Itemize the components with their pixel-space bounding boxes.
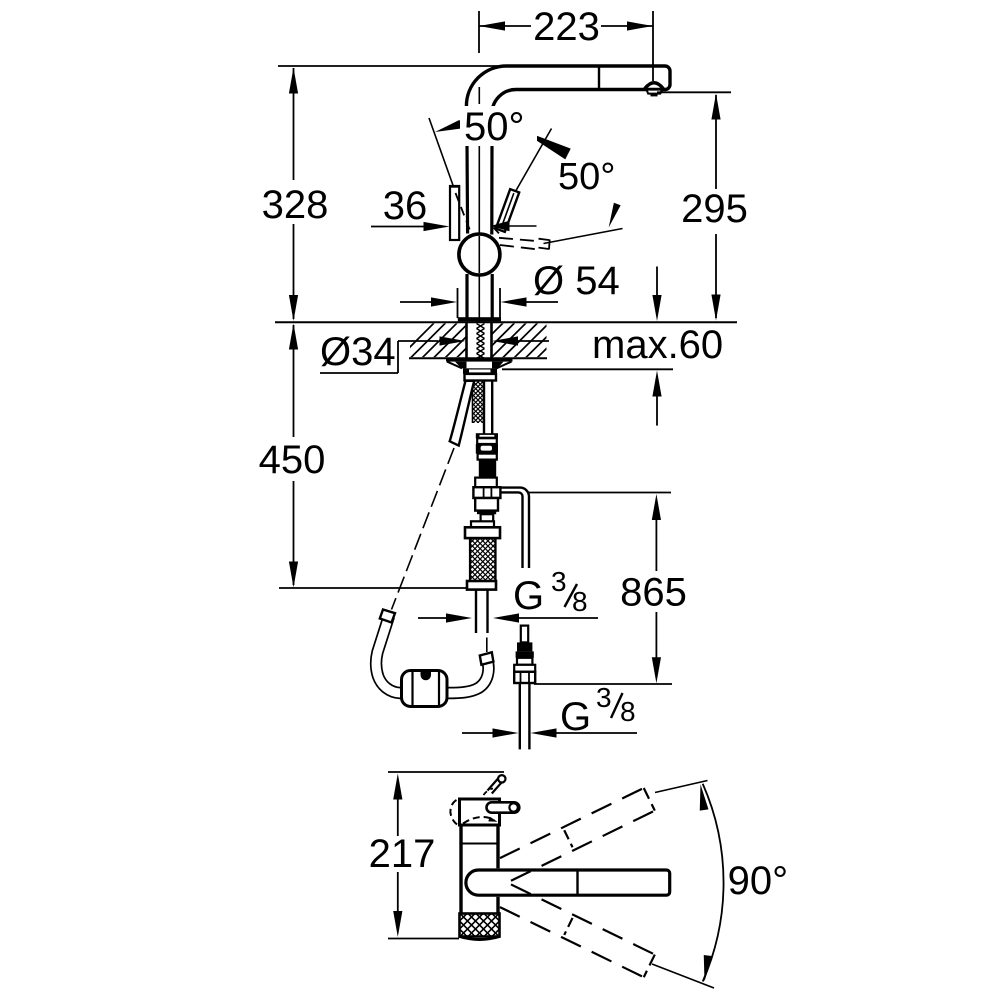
svg-text:90°: 90°	[728, 859, 789, 903]
svg-text:8: 8	[620, 696, 636, 727]
svg-text:8: 8	[572, 586, 588, 617]
svg-text:G: G	[560, 695, 591, 739]
svg-text:328: 328	[262, 183, 329, 227]
svg-text:Ø 54: Ø 54	[533, 259, 620, 303]
svg-text:450: 450	[259, 438, 326, 482]
svg-text:50°: 50°	[464, 105, 525, 149]
svg-text:36: 36	[383, 184, 428, 228]
svg-text:50°: 50°	[558, 156, 615, 198]
svg-text:865: 865	[620, 571, 687, 615]
svg-text:3: 3	[596, 682, 612, 713]
svg-text:217: 217	[369, 832, 436, 876]
svg-text:223: 223	[533, 5, 600, 49]
svg-text:max.60: max.60	[592, 323, 723, 367]
svg-text:Ø34: Ø34	[320, 330, 396, 374]
svg-text:3: 3	[551, 566, 567, 597]
svg-text:G: G	[513, 574, 544, 618]
svg-text:295: 295	[681, 187, 748, 231]
